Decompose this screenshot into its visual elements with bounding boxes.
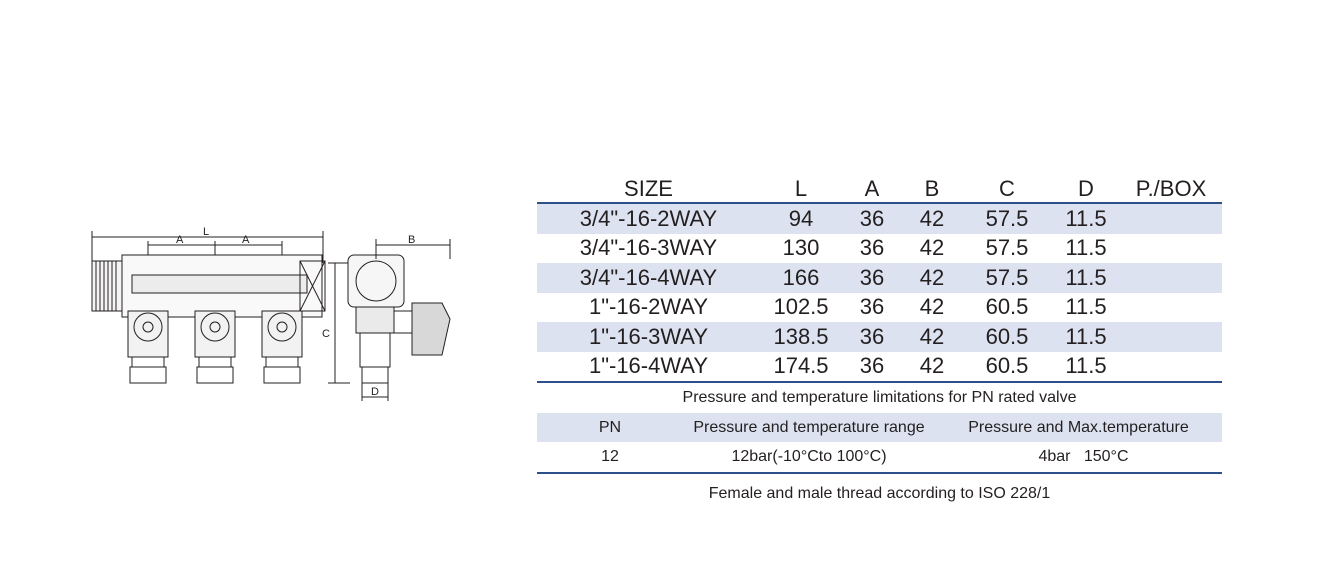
dim-label-D: D [371, 386, 379, 398]
cell-a: 36 [859, 294, 885, 320]
dim-label-A1: A [176, 234, 184, 246]
cell-c: 57.5 [985, 205, 1029, 231]
table-row: 1"-16-4WAY 174.5 36 42 60.5 11.5 [537, 352, 1222, 382]
cell-a: 36 [859, 264, 885, 290]
header-max-temp: Pressure and Max.temperature [968, 418, 1189, 436]
cell-d: 11.5 [1065, 294, 1107, 320]
cell-b: 42 [919, 264, 945, 290]
cell-l: 174.5 [773, 353, 829, 379]
dim-label-C: C [322, 328, 330, 340]
cell-size: 3/4"-16-4WAY [579, 264, 718, 290]
header-size: SIZE [624, 176, 673, 201]
cell-c: 57.5 [985, 235, 1029, 261]
cell-max-temp: 4bar 150°C [1038, 448, 1129, 465]
cell-c: 60.5 [985, 353, 1029, 379]
header-c: C [999, 176, 1015, 201]
footer-note: Female and male thread according to ISO … [708, 485, 1051, 502]
cell-d: 11.5 [1065, 205, 1107, 231]
table-rule [537, 381, 1222, 383]
cell-b: 42 [919, 353, 945, 379]
cell-d: 11.5 [1065, 353, 1107, 379]
cell-size: 1"-16-3WAY [588, 323, 709, 349]
cell-l: 102.5 [773, 294, 829, 320]
table-row: 3/4"-16-2WAY 94 36 42 57.5 11.5 [537, 204, 1222, 234]
cell-range: 12bar(-10°Cto 100°C) [731, 448, 887, 465]
header-pn: PN [598, 418, 622, 436]
cell-l: 130 [782, 235, 820, 261]
table-rule [537, 472, 1222, 474]
cell-a: 36 [859, 235, 885, 261]
cell-b: 42 [919, 235, 945, 261]
cell-c: 60.5 [985, 294, 1029, 320]
cell-b: 42 [919, 205, 945, 231]
pressure-table-row: 12 12bar(-10°Cto 100°C) 4bar 150°C [537, 442, 1222, 472]
header-d: D [1078, 176, 1094, 201]
cell-size: 1"-16-4WAY [588, 353, 709, 379]
table-row: 3/4"-16-3WAY 130 36 42 57.5 11.5 [537, 234, 1222, 264]
header-pbox: P./BOX [1135, 176, 1207, 201]
cell-d: 11.5 [1065, 323, 1107, 349]
spec-table-header: SIZE L A B C D P./BOX [537, 175, 1222, 202]
manifold-drawing-svg: L A A B C D [91, 226, 451, 401]
pressure-table-title: Pressure and temperature limitations for… [682, 389, 1077, 406]
cell-size: 3/4"-16-3WAY [579, 235, 718, 261]
header-l: L [794, 176, 808, 201]
header-range: Pressure and temperature range [693, 418, 925, 436]
table-row: 3/4"-16-4WAY 166 36 42 57.5 11.5 [537, 263, 1222, 293]
cell-l: 138.5 [773, 323, 829, 349]
manifold-technical-drawing: L A A B C D [70, 215, 470, 415]
cell-d: 11.5 [1065, 235, 1107, 261]
cell-c: 60.5 [985, 323, 1029, 349]
cell-pn: 12 [601, 448, 619, 465]
header-b: B [924, 176, 940, 201]
cell-c: 57.5 [985, 264, 1029, 290]
cell-a: 36 [859, 353, 885, 379]
cell-size: 3/4"-16-2WAY [579, 205, 718, 231]
dim-label-B: B [408, 234, 415, 246]
pressure-table-header: PN Pressure and temperature range Pressu… [537, 413, 1222, 442]
cell-b: 42 [919, 294, 945, 320]
table-row: 1"-16-2WAY 102.5 36 42 60.5 11.5 [537, 293, 1222, 323]
cell-b: 42 [919, 323, 945, 349]
cell-l: 166 [782, 264, 820, 290]
cell-size: 1"-16-2WAY [588, 294, 709, 320]
table-row: 1"-16-3WAY 138.5 36 42 60.5 11.5 [537, 322, 1222, 352]
dim-label-L: L [203, 226, 209, 238]
cell-a: 36 [859, 205, 885, 231]
table-rule [537, 202, 1222, 204]
cell-d: 11.5 [1065, 264, 1107, 290]
dim-label-A2: A [242, 234, 250, 246]
cell-a: 36 [859, 323, 885, 349]
spec-table: SIZE L A B C D P./BOX 3/4"-16-2WAY 94 36… [537, 175, 1222, 514]
cell-l: 94 [788, 205, 814, 231]
header-a: A [864, 176, 880, 201]
